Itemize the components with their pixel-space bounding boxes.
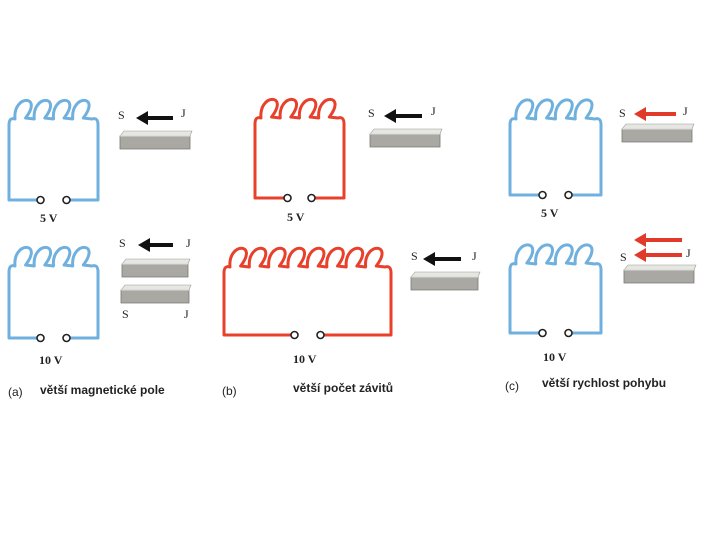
magnet-top <box>120 284 192 291</box>
terminal-icon <box>62 333 71 343</box>
coil-circuit <box>508 243 603 338</box>
magnet-front <box>120 289 190 304</box>
magnet-top <box>369 128 443 135</box>
pole-label-s: S <box>620 250 627 264</box>
motion-arrow-icon <box>634 248 682 262</box>
magnet-front <box>621 128 693 143</box>
coil-circuit <box>222 246 393 340</box>
pole-label-j: J <box>181 106 186 120</box>
motion-arrow-icon <box>634 107 676 121</box>
coil-wire <box>7 98 100 202</box>
pole-label-s: S <box>122 307 129 321</box>
motion-arrow-icon <box>384 109 422 123</box>
pole-label-s: S <box>368 106 375 120</box>
terminal-icon <box>36 333 45 343</box>
bar-magnet <box>121 258 191 278</box>
voltage-label: 5 V <box>541 206 559 220</box>
voltage-label: 5 V <box>40 211 58 225</box>
voltage-label: 10 V <box>293 352 317 366</box>
terminal-icon <box>283 193 292 203</box>
panel-letter-a: (a) <box>8 385 23 399</box>
bar-magnet <box>410 271 481 291</box>
pole-label-j: J <box>686 246 691 260</box>
terminal-icon <box>564 328 573 338</box>
pole-label-s: S <box>411 249 418 263</box>
arrow-head <box>138 238 150 252</box>
pole-label-s: S <box>619 106 626 120</box>
magnet-top <box>410 271 481 278</box>
arrow-head <box>634 233 646 247</box>
arrow-head <box>136 111 148 125</box>
bar-magnet <box>621 123 695 143</box>
bar-magnet <box>119 130 193 150</box>
magnet-top <box>623 264 697 271</box>
terminal-icon <box>290 330 299 340</box>
voltage-label: 10 V <box>39 353 63 367</box>
pole-label-s: S <box>118 108 125 122</box>
voltage-label: 5 V <box>287 210 305 224</box>
pole-label-j: J <box>431 104 436 118</box>
terminal-icon <box>564 190 573 200</box>
motion-arrow-icon <box>138 238 173 252</box>
coil-circuit <box>7 245 100 343</box>
terminal-icon <box>307 193 316 203</box>
coil-wire <box>508 98 603 197</box>
bar-magnet <box>369 128 443 148</box>
panel-letter-b: (b) <box>222 384 237 398</box>
coil-wire <box>508 243 603 335</box>
terminal-icon <box>538 328 547 338</box>
arrow-head <box>634 248 646 262</box>
arrow-head <box>634 107 646 121</box>
motion-arrow-icon <box>136 111 173 125</box>
panel-letter-c: (c) <box>505 379 519 393</box>
magnet-top <box>621 123 695 130</box>
magnet-front <box>121 263 189 278</box>
coil-wire <box>253 97 346 200</box>
coil-circuit <box>253 97 346 203</box>
terminal-icon <box>36 195 45 205</box>
panel-caption-c: větší rychlost pohybu <box>542 376 667 390</box>
magnet-front <box>119 135 191 150</box>
pole-label-s: S <box>119 236 126 250</box>
panel-caption-b: větší počet závitů <box>293 381 394 395</box>
coil-wire <box>222 246 393 337</box>
magnet-top <box>119 130 193 137</box>
pole-label-j: J <box>186 236 191 250</box>
magnet-front <box>623 269 695 284</box>
pole-label-j: J <box>184 307 189 321</box>
bar-magnet <box>120 284 192 304</box>
bar-magnet <box>623 264 697 284</box>
arrow-head <box>384 109 396 123</box>
coil-circuit <box>508 98 603 200</box>
terminal-icon <box>538 190 547 200</box>
coil-wire <box>7 245 100 340</box>
pole-label-j: J <box>472 249 477 263</box>
terminal-icon <box>316 330 325 340</box>
magnet-top <box>121 258 191 265</box>
motion-arrow-icon <box>423 252 461 266</box>
terminal-icon <box>62 195 71 205</box>
magnet-front <box>369 133 441 148</box>
arrow-head <box>423 252 435 266</box>
panel-caption-a: větší magnetické pole <box>40 383 165 397</box>
motion-arrow-icon <box>634 233 682 247</box>
voltage-label: 10 V <box>543 350 567 364</box>
coil-circuit <box>7 98 100 205</box>
magnet-front <box>410 276 479 291</box>
pole-label-j: J <box>683 104 688 118</box>
